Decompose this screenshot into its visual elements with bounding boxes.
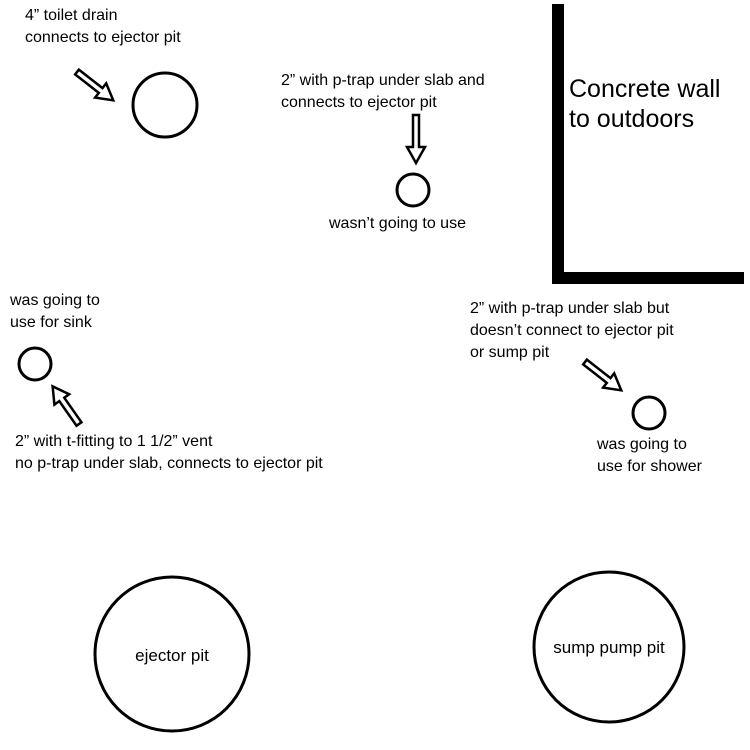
shower-drain-label-line2: doesn’t connect to ejector pit — [470, 322, 674, 339]
ejector-pit-circle — [93, 575, 251, 733]
wall-label-line1: Concrete wall — [569, 75, 721, 103]
center-drain-note: wasn’t going to use — [329, 215, 466, 232]
center-drain-label-line1: 2” with p-trap under slab and — [281, 72, 485, 89]
concrete-wall — [552, 4, 744, 284]
toilet-drain-arrow — [73, 67, 116, 102]
center-drain-circle — [395, 172, 431, 208]
sink-drain-label-line1: 2” with t-fitting to 1 1/2” vent — [15, 433, 213, 450]
toilet-drain-label: 4” toilet drain connects to ejector pit — [25, 5, 181, 49]
wall-label-line2: to outdoors — [569, 105, 695, 133]
sump-pump-pit-circle — [532, 570, 686, 724]
shower-drain-label: 2” with p-trap under slab but doesn’t co… — [470, 298, 674, 364]
wall-horizontal-segment — [552, 272, 744, 284]
wall-label: Concrete wall to outdoors — [569, 74, 720, 134]
shower-note-line2: use for shower — [597, 458, 702, 475]
shower-note-label: was going to use for shower — [597, 434, 702, 478]
center-drain-label-line2: connects to ejector pit — [281, 94, 437, 111]
ejector-pit-label: ejector pit — [135, 646, 209, 665]
shower-drain-circle — [631, 395, 667, 431]
center-drain-arrow — [404, 113, 428, 166]
shower-drain-label-line3: or sump pit — [470, 344, 550, 361]
shower-drain-label-line1: 2” with p-trap under slab but — [470, 300, 670, 317]
wall-vertical-segment — [552, 4, 564, 284]
sink-note-label: was going to use for sink — [10, 290, 100, 334]
shower-note-line1: was going to — [597, 436, 687, 453]
shower-drain-arrow — [581, 357, 624, 392]
sink-drain-arrow — [51, 384, 84, 428]
sink-drain-label-line2: no p-trap under slab, connects to ejecto… — [15, 455, 323, 472]
sump-pump-pit-label: sump pump pit — [553, 638, 665, 657]
sink-drain-circle — [17, 346, 53, 382]
center-drain-label: 2” with p-trap under slab and connects t… — [281, 70, 485, 114]
toilet-drain-label-line1: 4” toilet drain — [25, 7, 118, 24]
toilet-drain-circle — [131, 71, 199, 139]
toilet-drain-label-line2: connects to ejector pit — [25, 29, 181, 46]
sink-note-line2: use for sink — [10, 314, 92, 331]
sink-drain-label: 2” with t-fitting to 1 1/2” vent no p-tr… — [15, 431, 323, 475]
sink-note-line1: was going to — [10, 292, 100, 309]
